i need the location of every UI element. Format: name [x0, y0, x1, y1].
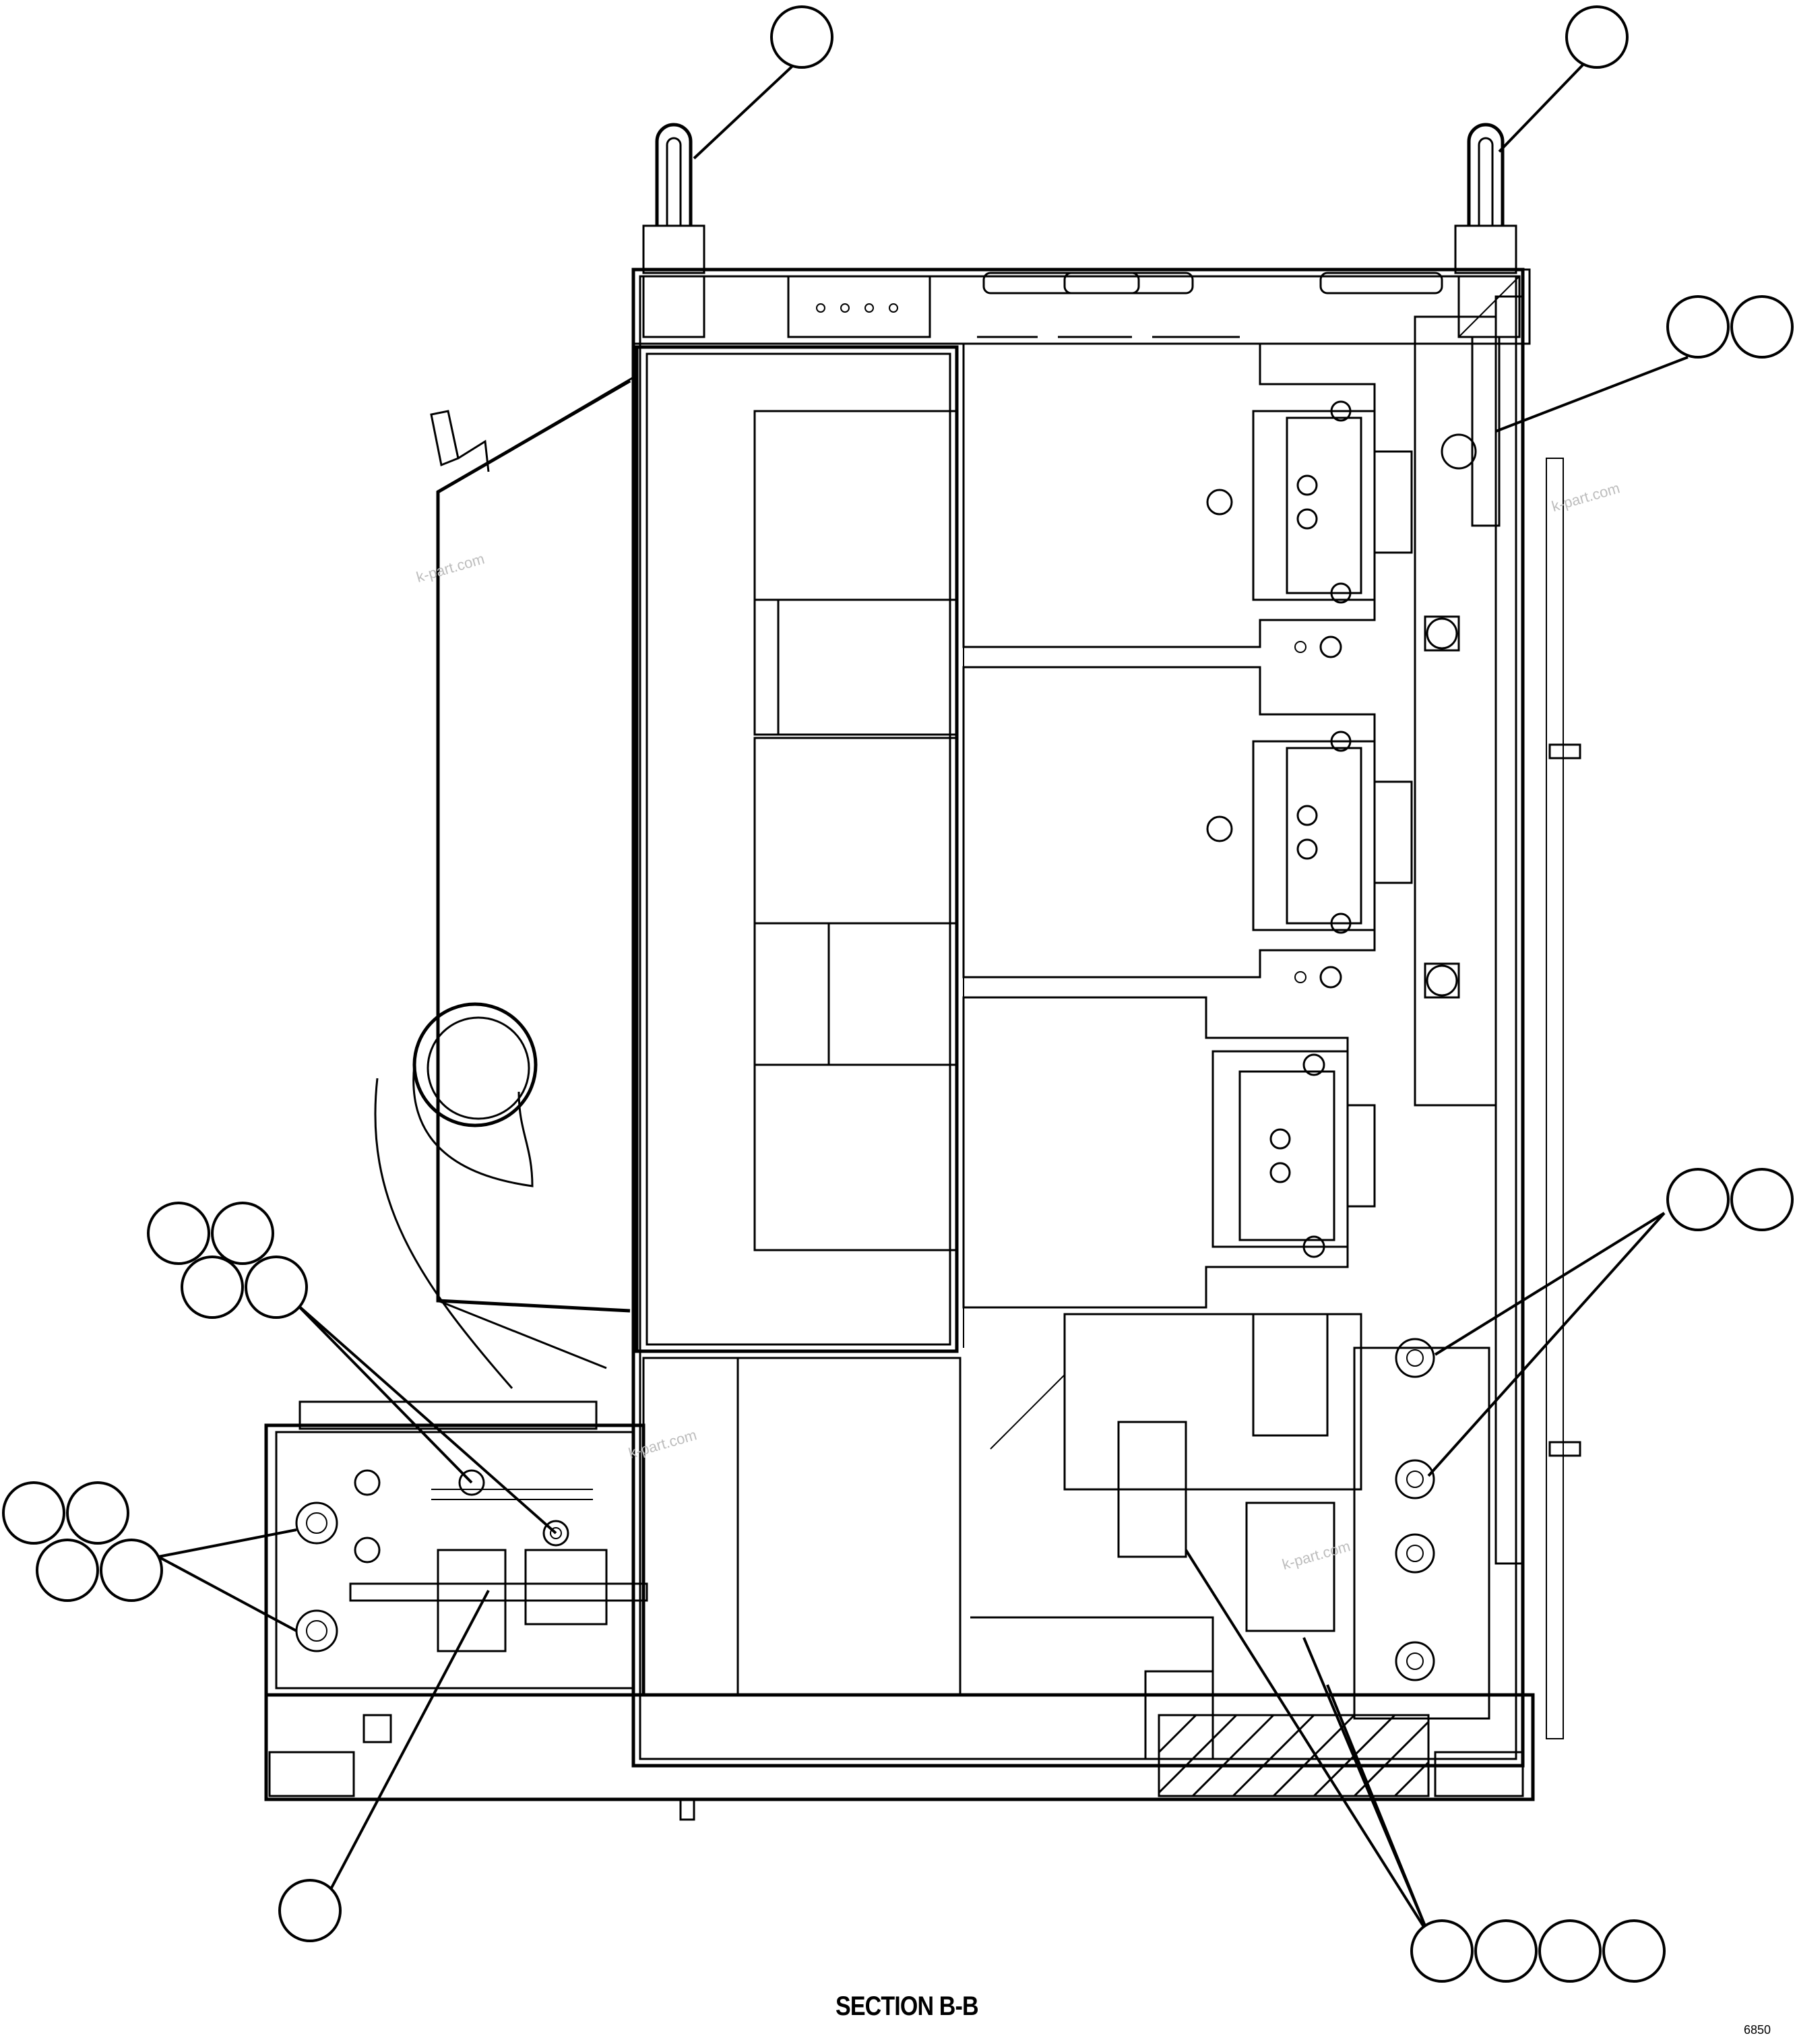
- callout-balloon: [1474, 1919, 1538, 1983]
- igbt-module-middle: [962, 636, 1413, 989]
- callout-balloon: [2, 1481, 65, 1545]
- callout-balloon: [100, 1539, 163, 1602]
- lower-right-components: [970, 1313, 1490, 1760]
- callout-balloon: [147, 1202, 210, 1265]
- left-base-compartment: [264, 1357, 962, 1697]
- callout-balloon: [278, 1879, 342, 1942]
- lifting-eye-right: [1454, 123, 1517, 274]
- section-title: SECTION B-B: [836, 1991, 979, 2021]
- leader-lines: [158, 56, 1689, 1935]
- callout-balloon: [1410, 1919, 1474, 1983]
- callout-balloon: [36, 1539, 99, 1602]
- callout-balloon: [1602, 1919, 1666, 1983]
- callout-balloon: [211, 1202, 274, 1265]
- main-enclosure: [631, 268, 1531, 1768]
- callout-balloon: [66, 1481, 129, 1545]
- central-duct: [635, 345, 964, 1353]
- callout-balloon: [1730, 1168, 1794, 1231]
- callout-balloon: [1730, 295, 1794, 359]
- igbt-module-upper: [962, 336, 1413, 648]
- callout-balloon: [1538, 1919, 1602, 1983]
- callout-balloon: [770, 5, 833, 69]
- callout-balloon: [1565, 5, 1629, 69]
- right-control-panel: [1414, 295, 1581, 1739]
- blower-housing: [374, 376, 634, 1389]
- skid-base: [264, 1693, 1535, 1821]
- item-callouts: [2, 5, 1794, 1983]
- hatched-support: [1158, 1714, 1430, 1797]
- lifting-eye-left: [642, 123, 705, 274]
- callout-balloon: [245, 1256, 308, 1319]
- drawing-number: 6850: [1744, 2023, 1771, 2037]
- callout-balloon: [1666, 1168, 1730, 1231]
- callout-balloon: [1666, 295, 1730, 359]
- callout-balloon: [181, 1256, 244, 1319]
- igbt-module-lower: [962, 996, 1376, 1309]
